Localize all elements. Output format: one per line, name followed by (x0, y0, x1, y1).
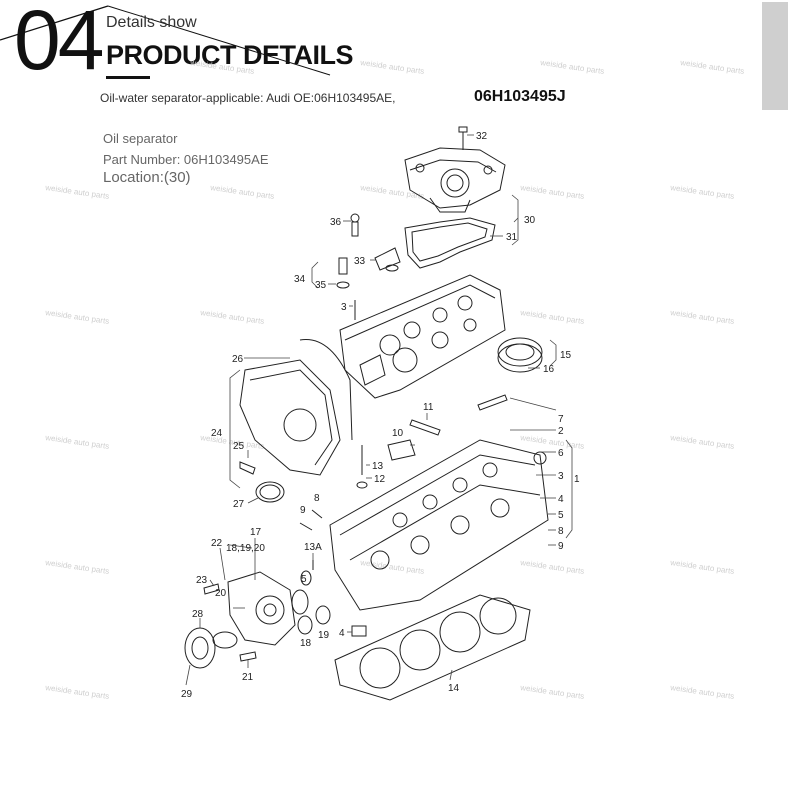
callout-5-left: 5 (301, 574, 307, 585)
callout-9-left: 9 (300, 505, 306, 516)
callout-33: 33 (354, 256, 366, 267)
callout-32: 32 (476, 131, 488, 142)
callout-13a: 13A (304, 542, 322, 553)
watermark-text: weiside auto parts (209, 183, 275, 201)
watermark-text: weiside auto parts (189, 58, 255, 76)
callout-19: 19 (318, 630, 330, 641)
part-code: 06H103495J (474, 88, 566, 105)
callout-18-19-20: 18,19,20 (226, 543, 265, 554)
part-name: Oil separator (103, 131, 178, 146)
callout-15: 15 (560, 350, 572, 361)
valve-cover-part (339, 274, 506, 399)
header-slash-line (0, 5, 331, 76)
watermark-text: weiside auto parts (519, 308, 585, 326)
watermark-text: weiside auto parts (359, 558, 425, 576)
watermark-text: weiside auto parts (44, 433, 110, 451)
watermark-text: weiside auto parts (44, 558, 110, 576)
part-number: Part Number: 06H103495AE (103, 152, 269, 167)
callout-4-right: 4 (558, 494, 564, 505)
callout-30: 30 (524, 215, 536, 226)
callout-29: 29 (181, 689, 193, 700)
fitting-36-part (350, 213, 360, 237)
watermark-text: weiside auto parts (44, 308, 110, 326)
watermark-text: weiside auto parts (359, 183, 425, 201)
section-subtitle: Details show (106, 14, 197, 31)
callout-13: 13 (372, 461, 384, 472)
watermark-text: weiside auto parts (199, 308, 265, 326)
part-location: Location:(30) (103, 169, 191, 186)
callout-16: 16 (543, 364, 555, 375)
callout-11: 11 (423, 402, 434, 413)
water-pump-part (227, 571, 309, 646)
callout-23: 23 (196, 575, 208, 586)
watermark-text: weiside auto parts (44, 683, 110, 701)
callout-18: 18 (300, 638, 312, 649)
callout-31: 31 (506, 232, 518, 243)
callout-22: 22 (211, 538, 223, 549)
callout-36: 36 (330, 217, 342, 228)
watermark-text: weiside auto parts (539, 58, 605, 76)
callout-4-left: 4 (339, 628, 345, 639)
watermark-text: weiside auto parts (669, 183, 735, 201)
oil-cap-part (497, 337, 543, 373)
callout-labels: 32 30 31 36 33 34 35 3 26 15 16 11 7 2 1… (181, 131, 580, 700)
callout-6: 6 (558, 448, 564, 459)
callout-10: 10 (392, 428, 404, 439)
callout-1: 1 (574, 474, 580, 485)
watermark-text: weiside auto parts (669, 433, 735, 451)
leader-lines (185, 134, 573, 686)
callout-28: 28 (192, 609, 204, 620)
callout-7: 7 (558, 414, 564, 425)
callout-12: 12 (374, 474, 386, 485)
callout-2: 2 (558, 426, 564, 437)
callout-26: 26 (232, 354, 244, 365)
diagram-parts (184, 126, 549, 701)
callout-20: 20 (215, 588, 227, 599)
watermark-text: weiside auto parts (519, 683, 585, 701)
watermark-text: weiside auto parts (669, 308, 735, 326)
callout-8-right: 8 (558, 526, 564, 537)
product-description: Oil-water separator-applicable: Audi OE:… (100, 91, 396, 105)
callout-34: 34 (294, 274, 306, 285)
callout-5-right: 5 (558, 510, 564, 521)
watermark-text: weiside auto parts (519, 433, 585, 451)
fitting-33-part (374, 247, 401, 272)
callout-27: 27 (233, 499, 245, 510)
callout-3-right: 3 (558, 471, 564, 482)
bolt-32-part (458, 126, 468, 150)
watermark-text: weiside auto parts (669, 683, 735, 701)
timing-cover-part (239, 339, 353, 476)
scrollbar-thumb[interactable] (762, 2, 788, 110)
head-gasket-part (334, 594, 531, 701)
watermark-text: weiside auto parts (359, 58, 425, 76)
watermark-text: weiside auto parts (679, 58, 745, 76)
section-number: 04 (14, 0, 104, 87)
page-title: PRODUCT DETAILS (106, 40, 354, 70)
watermark-text: weiside auto parts (519, 183, 585, 201)
watermark-text: weiside auto parts (519, 558, 585, 576)
callout-24: 24 (211, 428, 223, 439)
callout-17: 17 (250, 527, 262, 538)
callout-21: 21 (242, 672, 254, 683)
callout-25: 25 (233, 441, 245, 452)
oil-separator-part (404, 147, 506, 213)
callout-14: 14 (448, 683, 460, 694)
watermark-text: weiside auto parts (199, 433, 265, 451)
callout-9-right: 9 (558, 541, 564, 552)
callout-3-top: 3 (341, 302, 347, 313)
callout-8-left: 8 (314, 493, 320, 504)
gasket-31-part (404, 217, 496, 269)
valve-34-part (336, 257, 350, 289)
watermark-text: weiside auto parts (44, 183, 110, 201)
callout-35: 35 (315, 280, 327, 291)
watermark-text: weiside auto parts (669, 558, 735, 576)
cylinder-head-part (329, 439, 549, 611)
title-underline (106, 76, 150, 79)
